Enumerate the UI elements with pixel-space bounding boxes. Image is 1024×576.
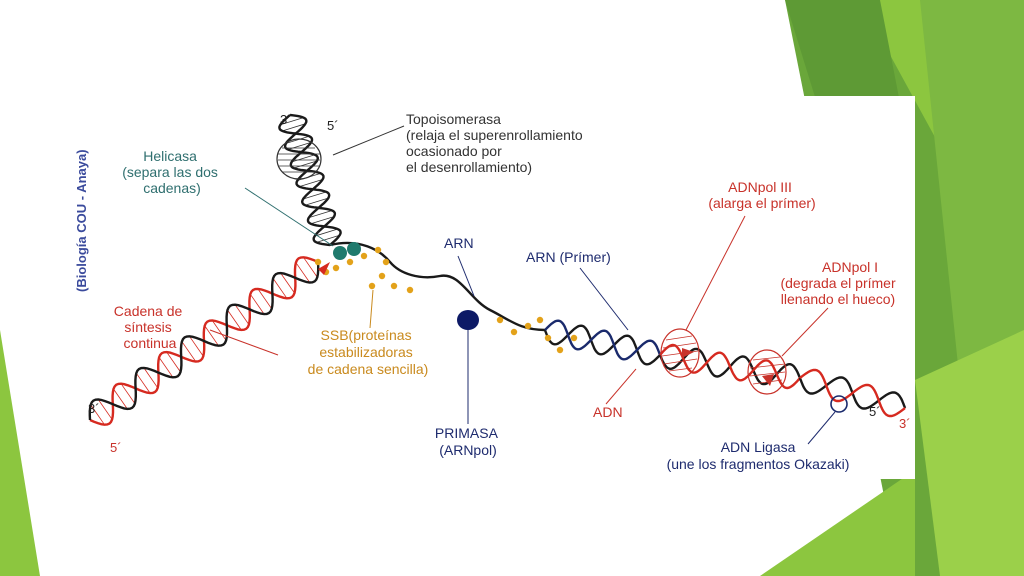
base-pair-rung [135, 372, 151, 394]
green-decoration-left [0, 330, 40, 576]
ssb-dot [374, 246, 382, 254]
base-pair-rung [314, 228, 338, 237]
base-pair-rung [295, 262, 311, 283]
base-pair-rung [249, 293, 265, 315]
base-pair-rung [158, 357, 174, 378]
leading-strand-arrow [318, 262, 330, 275]
base-pair-rung [293, 160, 317, 169]
ssb-dot [360, 252, 368, 260]
ssb-dot [556, 346, 564, 354]
ssb-dot [496, 316, 504, 324]
base-pair-rung [113, 388, 128, 410]
adnpol3-enzyme [660, 328, 700, 378]
ssb-dot [368, 282, 376, 290]
ssb-dot [510, 328, 518, 336]
right-5-label: 5´ [869, 404, 881, 419]
base-pair-rung [120, 383, 136, 404]
base-pair-rung [291, 154, 316, 163]
helicasa-label: Helicasa (separa las dos cadenas) [122, 148, 222, 196]
ssb-label: SSB(proteínas estabilizadoras de cadena … [308, 327, 429, 377]
ssb-dot [332, 264, 340, 272]
base-pair-rung [299, 179, 323, 188]
base-pair-rung [90, 404, 105, 425]
base-pair-rung [189, 336, 204, 357]
ssb-dot [570, 334, 578, 342]
base-pair-rung [166, 351, 181, 373]
side-label: (Biología COU - Anaya) [74, 149, 89, 292]
ssb-proteins [314, 246, 578, 354]
left-3-label: 3´ [88, 401, 100, 416]
base-pair-rung [204, 325, 219, 346]
adnpol1-enzyme [747, 349, 787, 395]
base-pair-rung [303, 257, 318, 278]
arn-label: ARN [444, 235, 474, 251]
ligasa-enzyme [830, 395, 848, 413]
strand-path [544, 319, 662, 361]
base-pair-rung [143, 367, 159, 389]
ssb-dot [346, 258, 354, 266]
left-5-label: 5´ [110, 440, 122, 455]
adnpol3-label: ADNpol III (alarga el prímer) [708, 179, 815, 211]
ssb-dot [406, 286, 414, 294]
base-pair-rung [316, 234, 340, 243]
ssb-dot [544, 334, 552, 342]
primasa-label: PRIMASA (ARNpol) [435, 425, 501, 458]
top-5-label: 5´ [327, 118, 339, 133]
base-pair-rung [282, 123, 306, 132]
strand-path [659, 343, 801, 390]
ssb-dot [378, 272, 386, 280]
ssb-dot [382, 258, 390, 266]
ssb-dot [536, 316, 544, 324]
base-pair-rung [211, 320, 227, 341]
base-pair-rung [234, 304, 250, 325]
base-pair-rung [257, 288, 273, 310]
ssb-dot [524, 322, 532, 330]
strand-path [283, 113, 342, 246]
base-pair-rung [227, 309, 242, 331]
base-pair-rung [304, 197, 329, 206]
ssb-dot [390, 282, 398, 290]
strand-path [278, 114, 337, 247]
base-pair-rung [280, 117, 304, 126]
base-pair-rung [280, 272, 295, 294]
primasa-enzyme [457, 310, 479, 330]
strand-path [799, 368, 906, 418]
adn-label: ADN [593, 404, 623, 420]
right-3-label: 3´ [899, 416, 911, 431]
base-pair-rung [181, 341, 197, 362]
base-pair-rung [285, 135, 310, 144]
ligasa-label: ADN Ligasa (une los fragmentos Okazaki) [667, 439, 850, 472]
strand-end-labels: 3´ 5´ 3´ 5´ 5´ 3´ [88, 112, 911, 455]
strand-path [88, 261, 320, 421]
base-pair-rung [303, 191, 327, 200]
arn-primer-label: ARN (Prímer) [526, 249, 611, 265]
topoisomerasa-label: Topoisomerasa (relaja el superenrollamie… [406, 111, 587, 175]
base-pair-rung [308, 210, 333, 218]
helicase-enzyme [333, 242, 361, 260]
topoisomerase-enzyme [276, 138, 322, 180]
ssb-dot [314, 258, 322, 266]
diagram-panel [66, 96, 915, 479]
base-pair-rung [272, 278, 288, 299]
cadena-label: Cadena de síntesis continua [114, 303, 186, 351]
base-pair-rung [97, 399, 113, 420]
top-3-label: 3´ [280, 112, 292, 127]
adnpol1-label: ADNpol I (degrada el prímer llenando el … [780, 259, 899, 307]
strand-path [543, 324, 661, 366]
pointer-lines [209, 125, 836, 445]
base-pair-rung [310, 216, 335, 225]
